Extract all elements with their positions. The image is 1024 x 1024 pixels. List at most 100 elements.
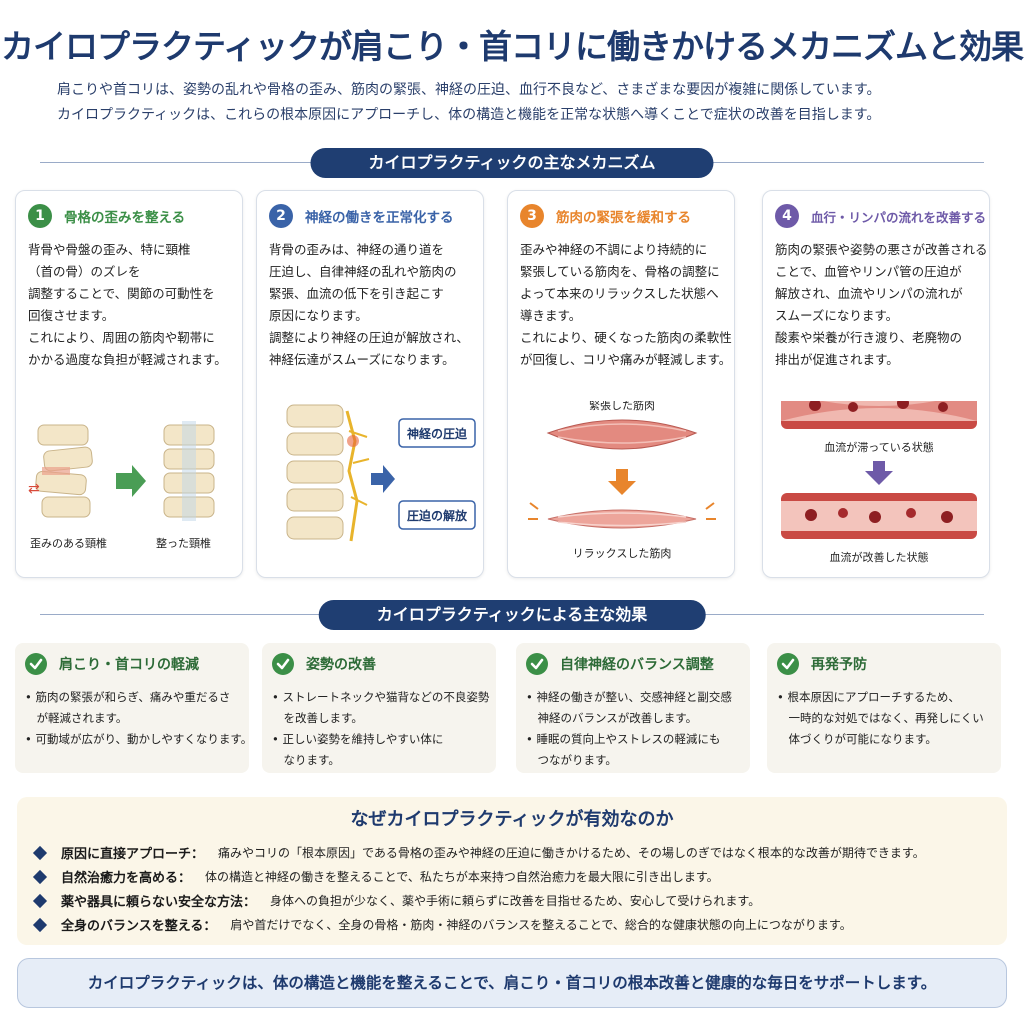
label-misaligned: 歪みのある頸椎 (30, 536, 107, 550)
why-item: 自然治癒力を高める： 体の構造と神経の働きを整えることで、私たちが本来持つ自然治… (32, 867, 719, 886)
cervical-spine-illustration: ⇄ 歪みのある頸椎 整った頸椎 (28, 421, 215, 550)
diamond-bullet-icon (32, 893, 48, 908)
text-line: 緊張、血流の低下を引き起こす (269, 286, 444, 301)
effect-card-prevention: 再発予防 • 根本原因にアプローチするため、 一時的な対処ではなく、再発しにくい… (767, 643, 1001, 773)
why-item: 原因に直接アプローチ： 痛みやコリの「根本原因」である骨格の歪みや神経の圧迫に働… (32, 843, 925, 862)
mechanism-card-muscle: 3 筋肉の緊張を緩和する 歪みや神経の不調により持続的に 緊張している筋肉を、骨… (507, 190, 735, 578)
arrow-right-icon (116, 465, 146, 497)
misaligned-spine-icon: ⇄ (28, 424, 93, 518)
text-line: 体づくりが可能になります。 (777, 732, 937, 746)
text-line: • 睡眠の質向上やストレスの軽減にも (526, 732, 721, 746)
checkmark-icon (272, 653, 294, 675)
text-line: かかる過度な負担が軽減されます。 (28, 352, 227, 367)
why-item-label: 原因に直接アプローチ： (61, 847, 205, 862)
mechanism-description: 背骨や骨盤の歪み、特に頸椎 （首の骨）のズレを 調整することで、関節の可動性を … (28, 239, 236, 371)
label-aligned: 整った頸椎 (156, 536, 211, 550)
footer-summary: カイロプラクティックは、体の構造と機能を整えることで、肩こり・首コリの根本改善と… (17, 958, 1007, 1008)
text-line: 神経のバランスが改善します。 (526, 711, 698, 725)
mechanism-card-skeleton: 1 骨格の歪みを整える 背骨や骨盤の歪み、特に頸椎 （首の骨）のズレを 調整する… (15, 190, 243, 578)
page-title: カイロプラクティックが肩こり・首コリに働きかけるメカニズムと効果 (0, 27, 1024, 66)
text-line: 一時的な対処ではなく、再発しにくい (777, 711, 984, 725)
text-line: 酸素や栄養が行き渡り、老廃物の (775, 330, 963, 345)
diamond-bullet-icon (32, 845, 48, 860)
text-line: が回復し、コリや痛みが軽減します。 (520, 352, 732, 367)
mechanism-title: 神経の働きを正常化する (305, 210, 454, 226)
arrow-right-icon (371, 465, 395, 493)
mechanism-description: 筋肉の緊張や姿勢の悪さが改善される ことで、血管やリンパ管の圧迫が 解放され、血… (775, 239, 988, 371)
number-badge: 3 (520, 204, 544, 228)
compressed-label-box (398, 418, 476, 448)
text-line: 解放され、血流やリンパの流れが (775, 286, 963, 301)
diamond-bullet-icon (32, 917, 48, 932)
why-item-text: 身体への負担が少なく、薬や手術に頼らずに改善を目指せるため、安心して受けられます… (270, 894, 761, 908)
why-item-text: 体の構造と神経の働きを整えることで、私たちが本来持つ自然治癒力を最大限に引き出し… (205, 870, 719, 884)
mechanism-title: 骨格の歪みを整える (64, 210, 186, 226)
mechanism-header: 4 血行・リンパの流れを改善する (775, 203, 987, 229)
effect-title: 自律神経のバランス調整 (560, 657, 714, 673)
why-item-text: 肩や首だけでなく、全身の骨格・筋肉・神経のバランスを整えることで、総合的な健康状… (230, 918, 852, 932)
svg-text:⇄: ⇄ (28, 481, 40, 497)
label-released: 圧迫の解放 (407, 508, 468, 523)
text-line: 背骨や骨盤の歪み、特に頸椎 (28, 242, 191, 257)
effect-card-stiffness: 肩こり・首コリの軽減 • 筋肉の緊張が和らぎ、痛みや重だるさ が軽減されます。 … (15, 643, 252, 773)
intro-line-1: 肩こりや首コリは、姿勢の乱れや骨格の歪み、筋肉の緊張、神経の圧迫、血行不良など、… (57, 82, 881, 98)
spine-nerve-illustration: 神経の圧迫 圧迫の解放 (286, 404, 476, 542)
mechanism-card-nerve: 2 神経の働きを正常化する 背骨の歪みは、神経の通り道を 圧迫し、自律神経の乱れ… (256, 190, 484, 578)
why-item-text: 痛みやコリの「根本原因」である骨格の歪みや神経の圧迫に働きかけるため、その場しの… (218, 846, 925, 860)
improved-vessel-icon (781, 493, 977, 539)
effect-title: 再発予防 (811, 657, 867, 673)
text-line: ことで、血管やリンパ管の圧迫が (775, 264, 962, 279)
label-improved: 血流が改善した状態 (830, 550, 929, 564)
effect-description: • 神経の働きが整い、交感神経と副交感 神経のバランスが改善します。 • 睡眠の… (526, 687, 746, 771)
label-compressed: 神経の圧迫 (407, 426, 468, 441)
diamond-bullet-icon (32, 869, 48, 884)
text-line: • 神経の働きが整い、交感神経と副交感 (526, 690, 732, 704)
label-blocked: 血流が滞っている状態 (824, 440, 933, 454)
text-line: （首の骨）のズレを (28, 264, 141, 279)
effect-description: • 根本原因にアプローチするため、 一時的な対処ではなく、再発しにくい 体づくり… (777, 687, 997, 750)
mechanism-heading: カイロプラクティックの主なメカニズム (310, 148, 714, 178)
label-tense: 緊張した筋肉 (589, 401, 655, 412)
effects-section-header: カイロプラクティックによる主な効果 (40, 600, 984, 630)
effect-title: 肩こり・首コリの軽減 (59, 657, 199, 673)
number-badge: 1 (28, 204, 52, 228)
mechanism-title: 筋肉の緊張を緩和する (556, 210, 691, 226)
effects-heading: カイロプラクティックによる主な効果 (318, 600, 706, 630)
mechanism-header: 3 筋肉の緊張を緩和する (520, 203, 728, 229)
text-line: 調整することで、関節の可動性を (28, 286, 215, 301)
intro-text: 肩こりや首コリは、姿勢の乱れや骨格の歪み、筋肉の緊張、神経の圧迫、血行不良など、… (57, 78, 997, 128)
why-item-label: 自然治癒力を高める： (61, 871, 192, 886)
effect-description: • 筋肉の緊張が和らぎ、痛みや重だるさ が軽減されます。 • 可動域が広がり、動… (25, 687, 252, 750)
number-badge: 4 (775, 204, 799, 228)
mechanism-title: 血行・リンパの流れを改善する (811, 209, 987, 225)
effect-title: 姿勢の改善 (306, 657, 376, 673)
why-effective-panel: なぜカイロプラクティックが有効なのか 原因に直接アプローチ： 痛みやコリの「根本… (17, 797, 1007, 945)
mechanism-description: 背骨の歪みは、神経の通り道を 圧迫し、自律神経の乱れや筋肉の 緊張、血流の低下を… (269, 239, 477, 371)
text-line: • 筋肉の緊張が和らぎ、痛みや重だるさ (25, 690, 231, 704)
effect-card-posture: 姿勢の改善 • ストレートネックや猫背などの不良姿勢 を改善します。 • 正しい… (262, 643, 496, 773)
text-line: 排出が促進されます。 (775, 352, 899, 367)
mechanism-header: 2 神経の働きを正常化する (269, 203, 477, 229)
text-line: 圧迫し、自律神経の乱れや筋肉の (269, 264, 457, 279)
arrow-down-icon (608, 469, 636, 495)
intro-line-2: カイロプラクティックは、これらの根本原因にアプローチし、体の構造と機能を正常な状… (57, 107, 881, 123)
effect-card-autonomic: 自律神経のバランス調整 • 神経の働きが整い、交感神経と副交感 神経のバランスが… (516, 643, 750, 773)
text-line: が軽減されます。 (25, 711, 128, 725)
text-line: 神経伝達がスムーズになります。 (269, 352, 455, 367)
blocked-vessel-icon (781, 401, 977, 429)
text-line: 歪みや神経の不調により持続的に (520, 242, 708, 257)
blood-flow-illustration: 血流が滞っている状態 血流が改善した状態 (781, 401, 977, 564)
text-line: 回復させます。 (28, 308, 115, 323)
effect-description: • ストレートネックや猫背などの不良姿勢 を改善します。 • 正しい姿勢を維持し… (272, 687, 492, 771)
why-item: 薬や器具に頼らない安全な方法： 身体への負担が少なく、薬や手術に頼らずに改善を目… (32, 891, 761, 910)
why-item-label: 全身のバランスを整える： (61, 919, 217, 934)
mechanism-card-circulation: 4 血行・リンパの流れを改善する 筋肉の緊張や姿勢の悪さが改善される ことで、血… (762, 190, 990, 578)
text-line: を改善します。 (272, 711, 363, 725)
text-line: つながります。 (526, 753, 617, 767)
text-line: 緊張している筋肉を、骨格の調整に (520, 264, 720, 279)
spine-nerve-icon (286, 404, 370, 542)
text-line: よって本来のリラックスした状態へ (520, 286, 719, 301)
why-title: なぜカイロプラクティックが有効なのか (350, 809, 674, 830)
label-relaxed: リラックスした筋肉 (573, 546, 672, 560)
checkmark-icon (25, 653, 47, 675)
